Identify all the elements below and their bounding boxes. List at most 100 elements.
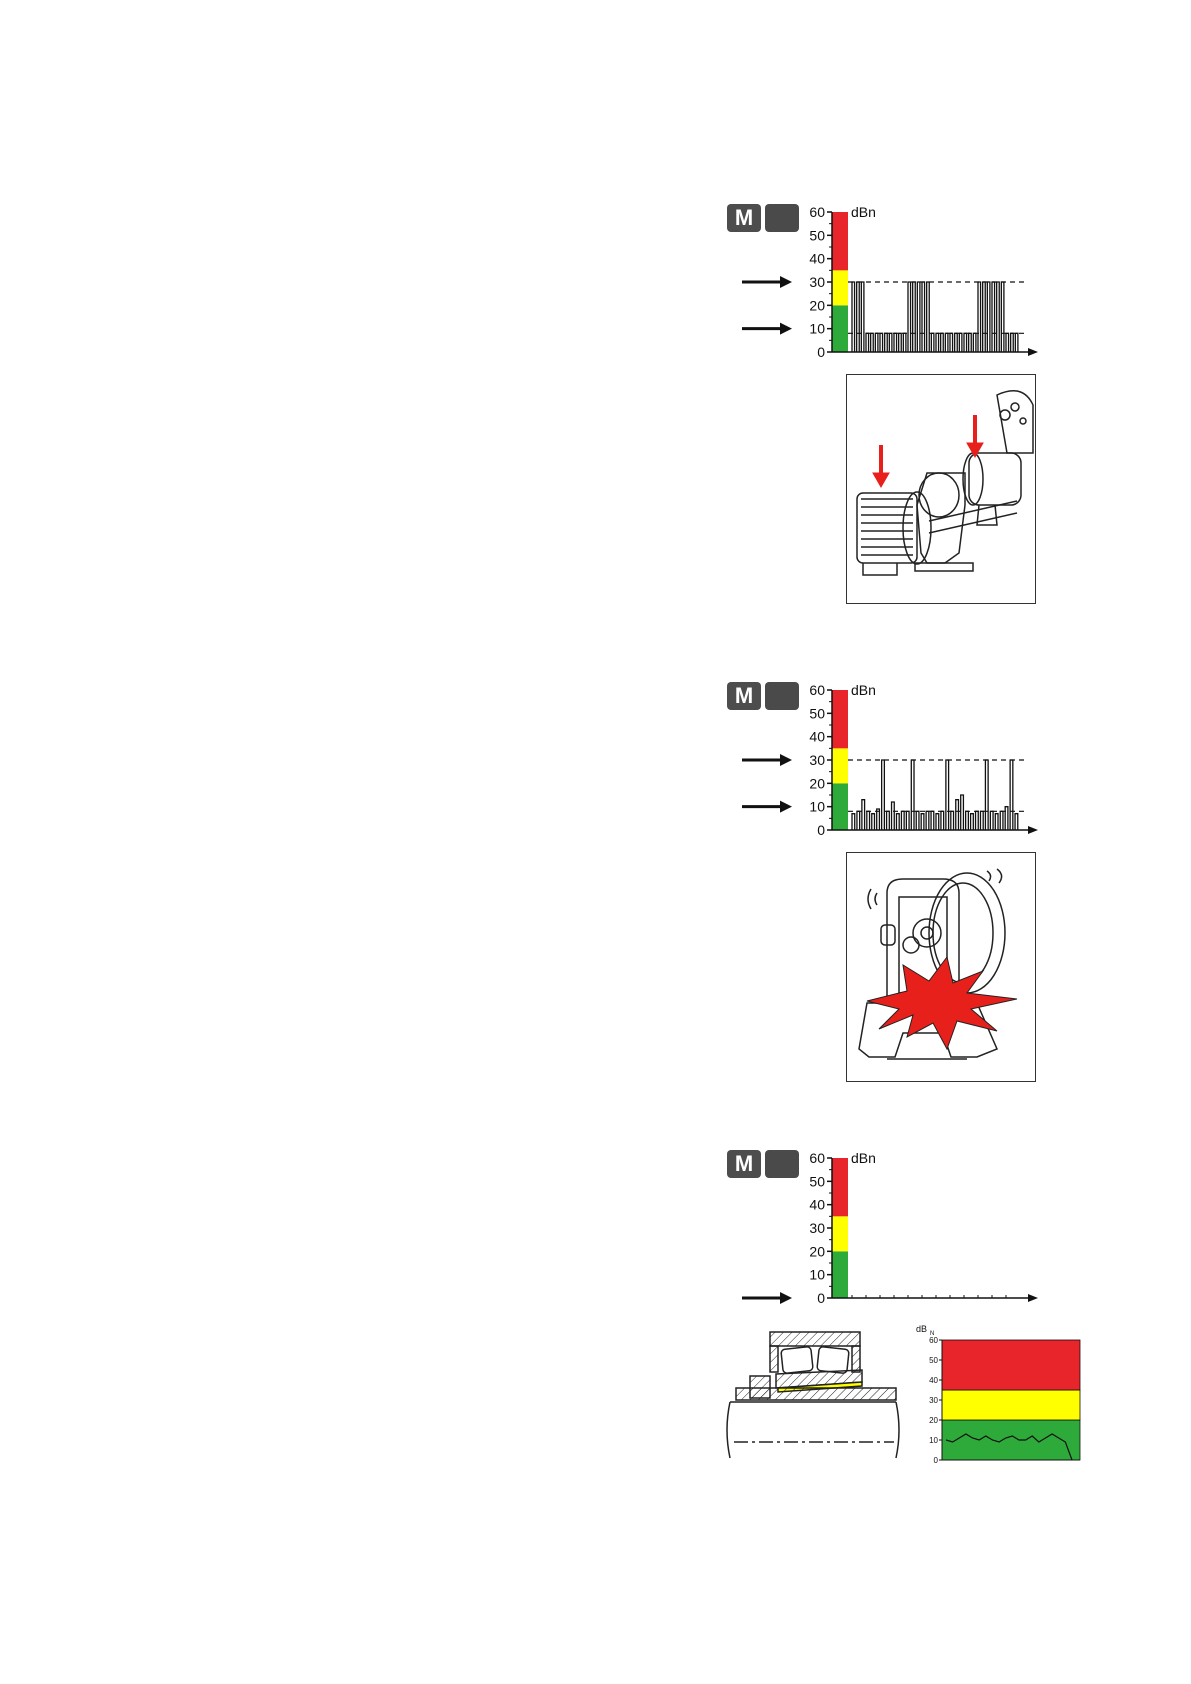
y-tick-label: 30	[809, 274, 825, 290]
data-bar	[877, 809, 880, 830]
y-tick-label: 20	[809, 297, 825, 313]
data-bar	[955, 333, 958, 352]
bearing-cross-section-illustration	[726, 1330, 901, 1465]
mini-dbn-chart: 0102030405060dBN	[912, 1320, 1092, 1470]
mini-y-tick-label: 0	[934, 1456, 939, 1465]
y-tick-label: 0	[817, 344, 825, 360]
damaged-bearing-illustration	[846, 852, 1036, 1082]
mini-zone	[942, 1340, 1080, 1390]
y-tick-label: 50	[809, 227, 825, 243]
data-bar	[1015, 333, 1018, 352]
data-bar	[956, 800, 959, 830]
data-bar	[985, 760, 988, 830]
y-tick-label: 30	[809, 1220, 825, 1236]
data-bar	[882, 760, 885, 830]
mini-y-tick-label: 50	[929, 1356, 938, 1365]
data-bar	[880, 333, 883, 352]
y-tick-label: 40	[809, 729, 825, 745]
scale-zone	[832, 783, 848, 830]
dbn-chart-2: 0102030405060dBn	[770, 678, 1050, 848]
y-tick-label: 60	[809, 204, 825, 220]
data-bar	[871, 333, 874, 352]
y-tick-label: 10	[809, 321, 825, 337]
m-button[interactable]: M	[727, 204, 761, 232]
data-bar	[941, 333, 944, 352]
y-tick-label: 60	[809, 1150, 825, 1166]
data-bar	[1001, 282, 1004, 352]
data-bar	[913, 282, 916, 352]
scale-zone	[832, 212, 848, 270]
scale-zone	[832, 1251, 848, 1298]
data-bar	[906, 811, 909, 830]
scale-zone	[832, 1216, 848, 1251]
data-bar	[992, 282, 995, 352]
data-bar	[978, 282, 981, 352]
data-bar	[861, 282, 864, 352]
data-bar	[921, 814, 924, 830]
data-bar	[966, 811, 969, 830]
data-bar	[866, 333, 869, 352]
data-bar	[936, 814, 939, 830]
data-bar	[973, 333, 976, 352]
y-tick-label: 10	[809, 1267, 825, 1283]
data-bar	[931, 811, 934, 830]
data-bar	[899, 333, 902, 352]
data-bar	[903, 333, 906, 352]
y-unit-label: dBn	[851, 682, 876, 698]
y-tick-label: 20	[809, 775, 825, 791]
data-bar	[885, 333, 888, 352]
level-arrow-head	[780, 323, 792, 335]
level-arrow-head	[780, 276, 792, 288]
mini-y-unit-subscript: N	[930, 1331, 934, 1337]
x-axis-arrow	[1028, 348, 1038, 356]
data-bar	[857, 811, 860, 830]
x-axis-arrow	[1028, 1294, 1038, 1302]
data-bar	[896, 814, 899, 830]
data-bar	[997, 282, 1000, 352]
data-bar	[1000, 811, 1003, 830]
data-bar	[1005, 807, 1008, 830]
data-bar	[987, 282, 990, 352]
data-bar	[901, 811, 904, 830]
y-unit-label: dBn	[851, 1150, 876, 1166]
data-bar	[951, 811, 954, 830]
data-bar	[980, 811, 983, 830]
scale-zone	[832, 1158, 848, 1216]
y-tick-label: 10	[809, 799, 825, 815]
data-bar	[857, 282, 860, 352]
data-bar	[936, 333, 939, 352]
level-arrow-head	[780, 1292, 792, 1304]
m-button[interactable]: M	[727, 682, 761, 710]
mini-y-tick-label: 20	[929, 1416, 938, 1425]
y-tick-label: 50	[809, 1173, 825, 1189]
y-tick-label: 60	[809, 682, 825, 698]
data-bar	[971, 814, 974, 830]
data-bar	[945, 333, 948, 352]
mini-y-unit-label: dB	[916, 1324, 927, 1334]
mini-y-tick-label: 40	[929, 1376, 938, 1385]
data-bar	[872, 814, 875, 830]
scale-zone	[832, 270, 848, 305]
data-bar	[964, 333, 967, 352]
mini-y-tick-label: 60	[929, 1336, 938, 1345]
data-bar	[894, 333, 897, 352]
data-bar	[946, 760, 949, 830]
data-bar	[911, 760, 914, 830]
bearing-measurement-illustration	[846, 374, 1036, 604]
data-bar	[959, 333, 962, 352]
data-bar	[889, 333, 892, 352]
scale-zone	[832, 748, 848, 783]
data-bar	[941, 811, 944, 830]
y-tick-label: 0	[817, 1290, 825, 1306]
data-bar	[1011, 333, 1014, 352]
m-button[interactable]: M	[727, 1150, 761, 1178]
data-bar	[867, 811, 870, 830]
mini-zone	[942, 1420, 1080, 1460]
data-bar	[852, 282, 855, 352]
y-tick-label: 40	[809, 251, 825, 267]
mini-y-tick-label: 10	[929, 1436, 938, 1445]
data-bar	[917, 282, 920, 352]
y-tick-label: 30	[809, 752, 825, 768]
data-bar	[961, 795, 964, 830]
data-bar	[969, 333, 972, 352]
